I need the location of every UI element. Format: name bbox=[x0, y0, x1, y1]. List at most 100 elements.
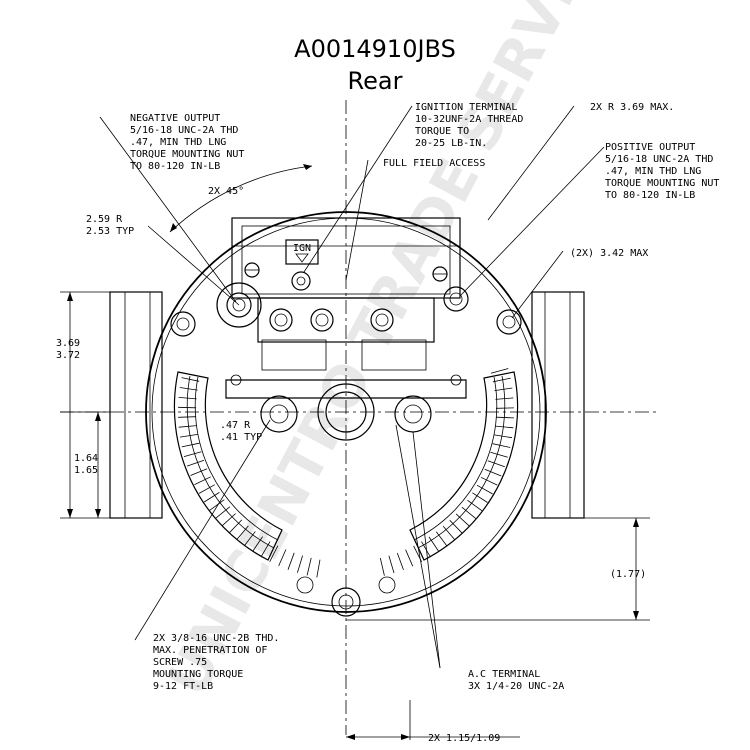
mt-line-2: MAX. PENETRATION OF bbox=[153, 645, 267, 656]
ac-line-1: A.C TERMINAL bbox=[468, 669, 540, 680]
pos-line-5: TO 80-120 IN-LB bbox=[605, 190, 695, 201]
callout-radius-max: 2X R 3.69 MAX. bbox=[590, 102, 674, 113]
vent-slot bbox=[178, 416, 197, 418]
terminal-studs bbox=[269, 308, 394, 332]
vent-slot bbox=[252, 536, 263, 552]
vent-slot bbox=[306, 557, 312, 576]
part-number-title: A0014910JBS bbox=[294, 35, 456, 63]
vent-slot bbox=[178, 425, 197, 428]
vent-slot bbox=[484, 468, 502, 477]
vent-slot bbox=[494, 434, 513, 439]
vent-slot bbox=[487, 460, 505, 468]
vent-slot bbox=[495, 425, 514, 429]
vent-slot bbox=[405, 549, 414, 567]
callout-positive-output: POSITIVE OUTPUT 5/16-18 UNC-2A THD .47, … bbox=[605, 142, 719, 201]
callout-radius-47: .47 R .41 TYP bbox=[220, 420, 262, 443]
callout-ignition-terminal: IGNITION TERMINAL 10-32UNF-2A THREAD TOR… bbox=[415, 102, 523, 149]
callout-max-342: (2X) 3.42 MAX bbox=[570, 248, 648, 259]
dim-164-line-1: 1.64 bbox=[74, 453, 98, 464]
vent-slot bbox=[435, 531, 448, 547]
vent-slot bbox=[209, 499, 225, 511]
neg-line-1: NEGATIVE OUTPUT bbox=[130, 113, 220, 124]
dim-177: (1.77) bbox=[610, 569, 646, 580]
vent-slot bbox=[316, 559, 321, 578]
mt-line-5: 9-12 FT-LB bbox=[153, 681, 213, 692]
ac-line-2: 3X 1/4-20 UNC-2A bbox=[468, 681, 564, 692]
vent-slot bbox=[181, 377, 200, 382]
vent-slot bbox=[476, 484, 493, 495]
vent-slot bbox=[244, 531, 256, 547]
vent-slot bbox=[455, 513, 470, 527]
vent-slot bbox=[179, 387, 198, 391]
r47-line-2: .41 TYP bbox=[220, 432, 262, 443]
vent-slot bbox=[194, 476, 211, 485]
vent-slot bbox=[490, 451, 508, 458]
pos-line-4: TORQUE MOUNTING NUT bbox=[605, 178, 719, 189]
vent-slot bbox=[396, 552, 404, 571]
vent-slot bbox=[388, 555, 395, 574]
vent-slot bbox=[495, 397, 514, 400]
leader-lines bbox=[99, 105, 605, 669]
vent-slot bbox=[179, 434, 198, 438]
callout-negative-output: NEGATIVE OUTPUT 5/16-18 UNC-2A THD .47, … bbox=[130, 113, 244, 172]
vent-slot bbox=[495, 416, 514, 419]
neg-line-2: 5/16-18 UNC-2A THD bbox=[130, 125, 238, 136]
vent-slot bbox=[442, 525, 456, 541]
vent-slot bbox=[198, 484, 215, 494]
right-vent-arc bbox=[409, 371, 519, 561]
vent-slot bbox=[278, 549, 287, 567]
vent-slot bbox=[287, 552, 295, 570]
bottom-bolts bbox=[296, 576, 396, 617]
vent-slot bbox=[229, 519, 243, 534]
vent-slot bbox=[449, 520, 463, 534]
callout-radius-typ: 2.59 R 2.53 TYP bbox=[86, 214, 134, 237]
ign-line-2: 10-32UNF-2A THREAD bbox=[415, 114, 523, 125]
callout-angle: 2X 45° bbox=[208, 186, 244, 197]
vent-slots bbox=[178, 368, 514, 578]
pos-line-1: POSITIVE OUTPUT bbox=[605, 142, 695, 153]
vent-slot bbox=[260, 541, 271, 558]
ign-line-3: TORQUE TO bbox=[415, 126, 469, 137]
center-lines bbox=[60, 100, 660, 735]
vent-slot bbox=[183, 451, 202, 457]
callout-mount-thread: 2X 3/8-16 UNC-2B THD. MAX. PENETRATION O… bbox=[153, 633, 279, 692]
vent-slot bbox=[461, 506, 477, 519]
regulator-plate bbox=[225, 217, 467, 399]
dim-369-line-1: 3.69 bbox=[56, 338, 80, 349]
negative-output-stud bbox=[216, 282, 262, 328]
vent-slot bbox=[178, 397, 197, 400]
view-subtitle: Rear bbox=[348, 67, 403, 95]
mt-line-3: SCREW .75 bbox=[153, 657, 207, 668]
rtyp-line-2: 2.53 TYP bbox=[86, 226, 134, 237]
center-hub bbox=[230, 374, 462, 441]
plate-screws bbox=[244, 262, 448, 282]
vent-slot bbox=[297, 555, 303, 573]
vent-slot bbox=[472, 492, 488, 503]
vent-slot bbox=[215, 506, 231, 519]
vent-slot bbox=[428, 536, 440, 553]
ign-line-1: IGNITION TERMINAL bbox=[415, 102, 517, 113]
vent-slot bbox=[178, 406, 197, 409]
ign-connector: IGN bbox=[285, 239, 319, 291]
dim-164-line-2: 1.65 bbox=[74, 465, 98, 476]
pos-line-2: 5/16-18 UNC-2A THD bbox=[605, 154, 713, 165]
dim-164: 1.64 1.65 bbox=[74, 453, 98, 476]
vent-slot bbox=[490, 368, 509, 374]
vent-slot bbox=[269, 545, 279, 562]
callout-full-field: FULL FIELD ACCESS bbox=[383, 158, 485, 169]
neg-line-5: TO 80-120 IN-LB bbox=[130, 161, 220, 172]
left-vent-arc bbox=[173, 371, 283, 561]
ear-bolts bbox=[170, 309, 522, 337]
rtyp-line-1: 2.59 R bbox=[86, 214, 123, 225]
vent-slot bbox=[467, 499, 483, 512]
dim-369-line-2: 3.72 bbox=[56, 350, 80, 361]
r47-line-1: .47 R bbox=[220, 420, 251, 431]
mt-line-1: 2X 3/8-16 UNC-2B THD. bbox=[153, 633, 279, 644]
vent-slot bbox=[494, 387, 513, 391]
mt-line-4: MOUNTING TORQUE bbox=[153, 669, 243, 680]
vent-slot bbox=[421, 541, 431, 558]
vent-slot bbox=[186, 459, 205, 467]
neg-line-3: .47, MIN THD LNG bbox=[130, 137, 226, 148]
vent-slot bbox=[492, 377, 511, 383]
